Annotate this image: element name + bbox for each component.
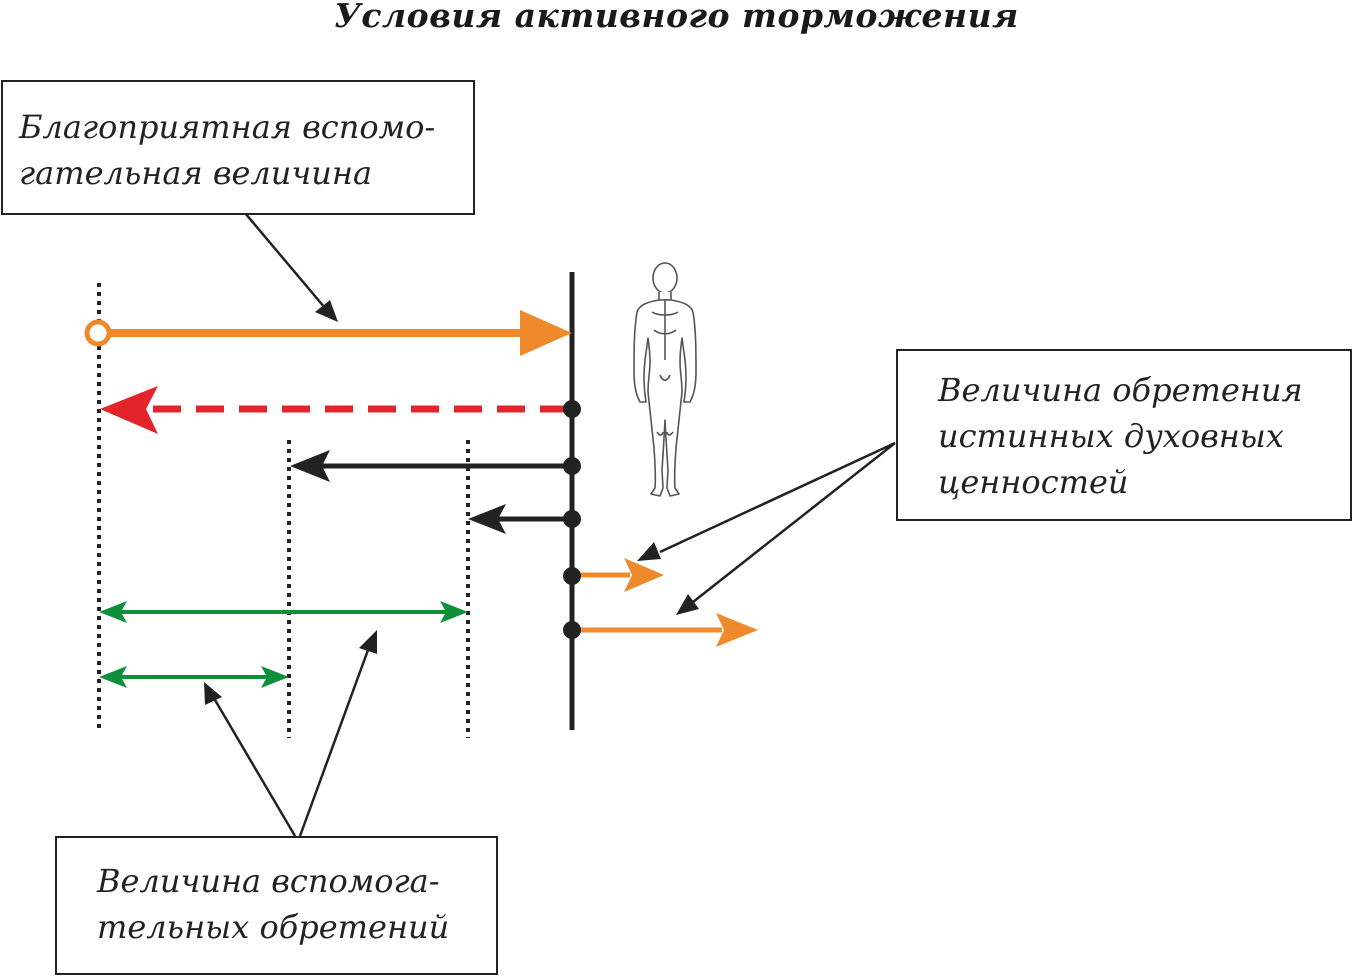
favorable-auxiliary-arrow [84,310,572,356]
pointer-aux-value [244,212,338,322]
label-line: гательная величина [19,154,373,192]
origin-point [84,319,112,347]
diagram-title: Условия активного торможения [334,0,1019,35]
label-favorable-auxiliary-value: Благоприятная вспомо- гательная величина [1,80,475,215]
label-line: тельных обретений [97,908,450,946]
label-line: Благоприятная вспомо- [19,108,436,146]
black-arrow-long [290,450,581,482]
label-line: ценностей [938,463,1129,501]
label-line: истинных духовных [938,417,1284,455]
label-spiritual-values: Величина обретения истинных духовных цен… [896,349,1352,521]
label-line: Величина обретения [938,371,1303,409]
pointer-aux-gains-2 [298,630,377,837]
red-dashed-arrow [100,386,581,434]
pointer-spiritual-2 [676,442,896,615]
green-double-arrow-narrow [99,666,289,688]
human-figure-illustration [633,262,697,497]
label-line: Величина вспомога- [97,862,440,900]
pointer-aux-gains-1 [204,682,297,837]
orange-arrow-short [563,558,664,592]
label-auxiliary-gains: Величина вспомога- тельных обретений [55,836,498,975]
orange-arrow-long [563,613,758,647]
pointer-spiritual-1 [637,441,896,561]
green-double-arrow-wide [99,601,468,623]
black-arrow-short [468,504,581,534]
